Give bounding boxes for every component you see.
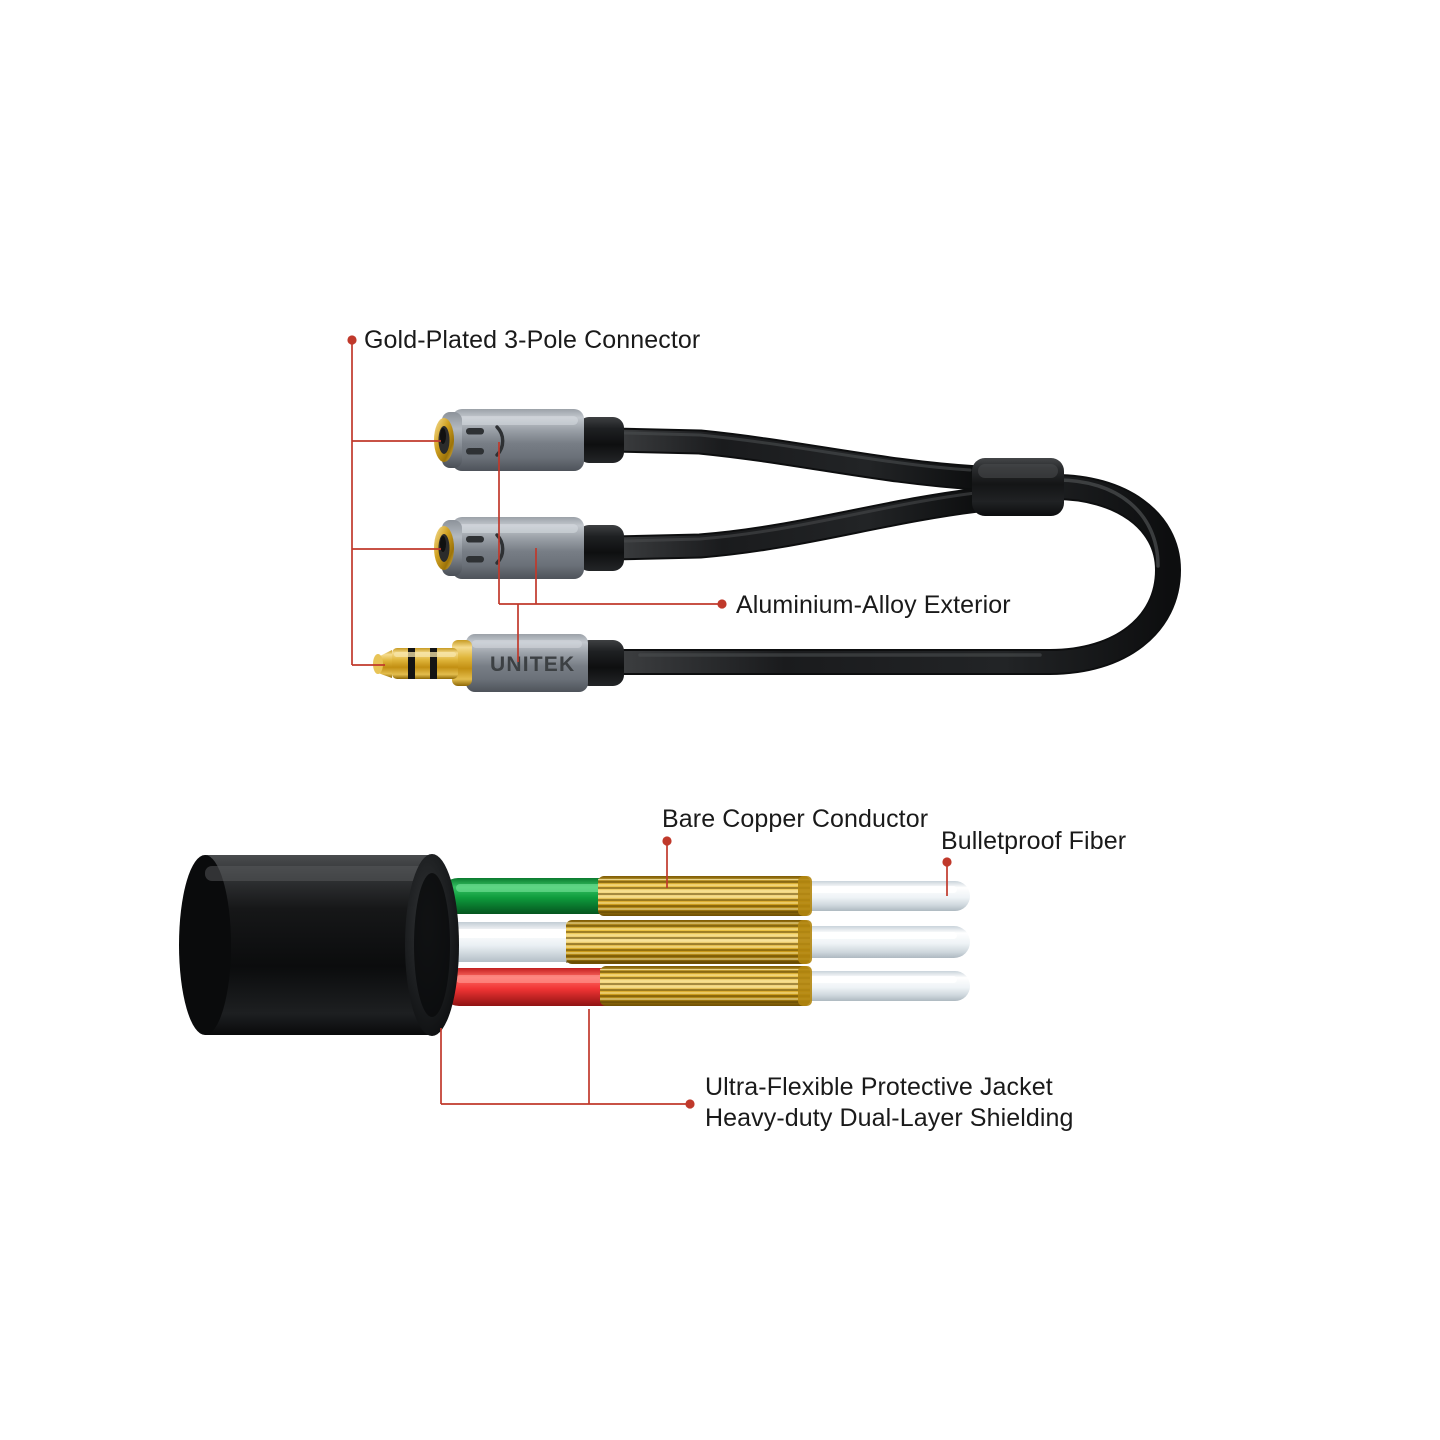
- callout-label-bare-copper-conductor: Bare Copper Conductor: [662, 805, 928, 833]
- leader-gold-plated-connector: [351, 342, 441, 666]
- leader-dot-gold-plated: [347, 335, 357, 345]
- male-plug-connector: UNITEK: [373, 634, 624, 692]
- callout-label-ultra-flexible-jacket: Ultra-Flexible Protective Jacket: [705, 1073, 1053, 1101]
- callout-label-gold-plated-connector: Gold-Plated 3-Pole Connector: [364, 326, 700, 354]
- callout-label-bulletproof-fiber: Bulletproof Fiber: [941, 827, 1126, 855]
- leader-aluminium-alloy: [498, 442, 719, 662]
- leader-dot-aluminium-alloy: [717, 599, 727, 609]
- leader-jacket-shielding: [440, 1009, 687, 1105]
- leader-dot-bulletproof-fiber: [942, 857, 952, 867]
- copper-bundle-middle: [566, 920, 812, 964]
- splitter-block: [972, 458, 1064, 516]
- outer-jacket-tube: [179, 854, 459, 1036]
- unitek-logo: UNITEK: [490, 653, 575, 676]
- cable-branch-lower: [599, 487, 991, 561]
- callout-label-dual-layer-shielding: Heavy-duty Dual-Layer Shielding: [705, 1104, 1074, 1132]
- callout-label-aluminium-alloy-exterior: Aluminium-Alloy Exterior: [736, 591, 1011, 619]
- cable-loop: [607, 474, 1182, 675]
- female-jack-lower: [434, 517, 624, 579]
- copper-bundle-top: [598, 876, 812, 916]
- female-jack-upper: [434, 409, 624, 471]
- inner-wire-red: [440, 968, 640, 1006]
- leader-dot-jacket-shielding: [685, 1099, 695, 1109]
- copper-bundle-bottom: [600, 966, 812, 1006]
- inner-wire-green: [440, 878, 640, 914]
- leader-dot-bare-copper: [662, 836, 672, 846]
- cable-branch-upper: [599, 427, 991, 491]
